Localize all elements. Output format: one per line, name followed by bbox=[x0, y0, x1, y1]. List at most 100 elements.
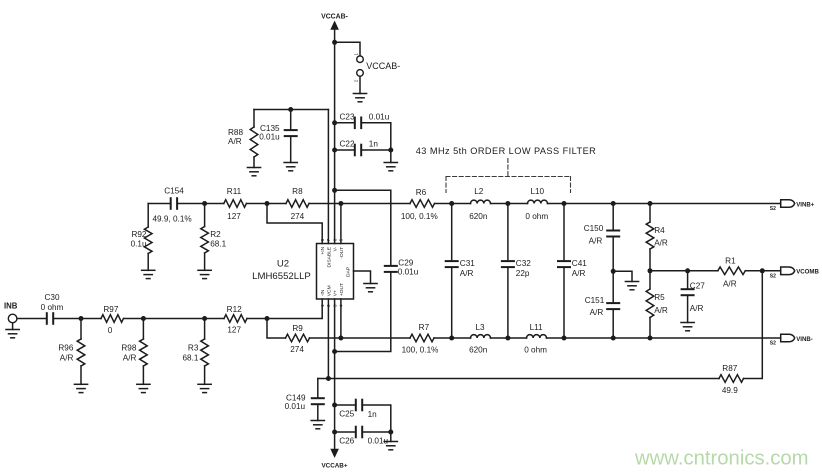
label-C150-value: A/R bbox=[589, 236, 603, 245]
label-C154-value: 49.9, 0.1% bbox=[153, 214, 192, 223]
vccab-plus-arrow-icon bbox=[330, 448, 339, 458]
ic-pin-label-bottom-1: VCM bbox=[326, 285, 332, 296]
label-R92-value: 0.1u bbox=[131, 239, 147, 248]
resistor-R8 bbox=[286, 200, 309, 208]
ground-c22 bbox=[384, 163, 397, 171]
vccab-minus-arrow-icon bbox=[330, 20, 339, 30]
resistor-R3 bbox=[201, 339, 209, 366]
label-L10-value: 0 ohm bbox=[525, 212, 548, 221]
label-L11-ref: L11 bbox=[530, 323, 543, 332]
label-R12-value: 127 bbox=[227, 325, 241, 334]
label-C32-value: 22p bbox=[516, 269, 530, 278]
label-R96-value: A/R bbox=[60, 353, 74, 362]
label-C151-ref: C151 bbox=[585, 296, 605, 305]
label-R8-ref: R8 bbox=[292, 187, 303, 196]
ic-pin-label-bottom-0: -IN bbox=[320, 289, 326, 296]
capacitor-C150 bbox=[607, 231, 619, 237]
label-C22-value: 1n bbox=[369, 140, 379, 149]
grounds bbox=[6, 94, 694, 450]
label-L3-ref: L3 bbox=[475, 323, 485, 332]
inductor-L10 bbox=[528, 200, 548, 203]
resistor-R92 bbox=[144, 227, 152, 254]
label-C154-ref: C154 bbox=[164, 186, 184, 195]
label-L11-value: 0 ohm bbox=[524, 346, 547, 355]
ic-pin-label-top-3: -OUT bbox=[339, 247, 345, 259]
label-R97-value: 0 bbox=[108, 326, 113, 335]
labels: R88 A/R C135 0.01u C23 0.01u C22 1n C154… bbox=[4, 13, 819, 469]
ic-pin-num-bottom-0: 1 bbox=[320, 304, 325, 307]
resistor-R98 bbox=[140, 339, 148, 366]
port-ref-label-0: S2 bbox=[770, 206, 776, 212]
label-R2-value: 68.1 bbox=[210, 239, 226, 248]
vccab-connector-pin1: 1 bbox=[353, 53, 358, 56]
capacitor-C25 bbox=[356, 400, 362, 411]
label-C41-value: A/R bbox=[572, 269, 586, 278]
capacitor-C135 bbox=[285, 130, 297, 136]
ground-r2 bbox=[198, 270, 211, 278]
label-C23-value: 0.01u bbox=[369, 113, 390, 122]
label-C149-ref: C149 bbox=[286, 394, 306, 403]
label-C150-ref: C150 bbox=[584, 224, 604, 233]
capacitor-C41 bbox=[558, 261, 570, 267]
port-vinb-minus bbox=[781, 334, 795, 342]
vccab-minus-rail-label: VCCAB- bbox=[321, 13, 349, 20]
ic-pin-num-top-1: 7 bbox=[326, 238, 331, 241]
junction-dots bbox=[78, 39, 765, 435]
label-R1-ref: R1 bbox=[725, 256, 736, 265]
label-R3-ref: R3 bbox=[188, 344, 199, 353]
label-R1-value: A/R bbox=[723, 279, 737, 288]
resistor-R11 bbox=[224, 200, 247, 208]
port-name-label-2: VINB- bbox=[796, 336, 813, 343]
component-symbols bbox=[47, 118, 746, 438]
port-ref-label-2: S2 bbox=[770, 341, 776, 347]
label-C26-value: 0.01u bbox=[368, 436, 389, 445]
label-C135-ref: C135 bbox=[260, 124, 280, 133]
port-ref-label-1: S2 bbox=[770, 273, 776, 279]
label-R88-value: A/R bbox=[228, 137, 242, 146]
label-C22-ref: C22 bbox=[340, 140, 355, 149]
label-C41-ref: C41 bbox=[572, 259, 587, 268]
label-R88-ref: R88 bbox=[228, 128, 243, 137]
label-R9-value: 274 bbox=[290, 345, 304, 354]
resistor-R1 bbox=[718, 267, 746, 275]
label-R8-value: 274 bbox=[291, 212, 305, 221]
label-R98-value: A/R bbox=[123, 353, 137, 362]
ground-c26 bbox=[384, 442, 397, 450]
ic-pad-label: DAP bbox=[346, 267, 352, 277]
label-R11-ref: R11 bbox=[227, 187, 242, 196]
label-R6-ref: R6 bbox=[416, 188, 427, 197]
label-R96-ref: R96 bbox=[58, 344, 73, 353]
resistor-R12 bbox=[224, 315, 247, 323]
vccab-plus-rail-label: VCCAB+ bbox=[321, 463, 347, 470]
inductor-L3 bbox=[471, 335, 491, 338]
label-C31-value: A/R bbox=[460, 269, 474, 278]
ic-pin-num-top-3: 5 bbox=[339, 238, 344, 241]
label-R9-ref: R9 bbox=[292, 324, 303, 333]
resistor-R5 bbox=[646, 289, 654, 318]
label-R11-value: 127 bbox=[227, 212, 241, 221]
inb-port bbox=[8, 314, 17, 323]
ground-c150 bbox=[625, 282, 638, 290]
label-R92-ref: R92 bbox=[131, 230, 146, 239]
label-R5-value: A/R bbox=[654, 306, 668, 315]
port-vcomb bbox=[781, 267, 795, 275]
ground-c149 bbox=[311, 421, 324, 429]
capacitor-C151 bbox=[607, 303, 619, 309]
ground-r92 bbox=[142, 270, 155, 278]
ic-pin-num-top-2: 6 bbox=[332, 238, 337, 241]
label-C30-ref: C30 bbox=[44, 293, 59, 302]
capacitor-C30 bbox=[47, 313, 53, 324]
port-name-label-1: VCOMB bbox=[796, 269, 819, 276]
label-C23-ref: C23 bbox=[340, 113, 355, 122]
label-R12-ref: R12 bbox=[227, 305, 242, 314]
label-C32-ref: C32 bbox=[516, 259, 531, 268]
label-C135-value: 0.01u bbox=[259, 133, 280, 142]
inb-port-label: INB bbox=[4, 301, 18, 310]
port-name-label-0: VINB+ bbox=[796, 201, 815, 208]
ic-pin-num-bottom-3: 4 bbox=[339, 304, 344, 307]
capacitor-C154 bbox=[171, 198, 177, 209]
resistor-R2 bbox=[201, 227, 209, 254]
ground-r98 bbox=[137, 384, 150, 392]
label-C26-ref: C26 bbox=[339, 436, 354, 445]
capacitor-C149 bbox=[312, 398, 324, 404]
